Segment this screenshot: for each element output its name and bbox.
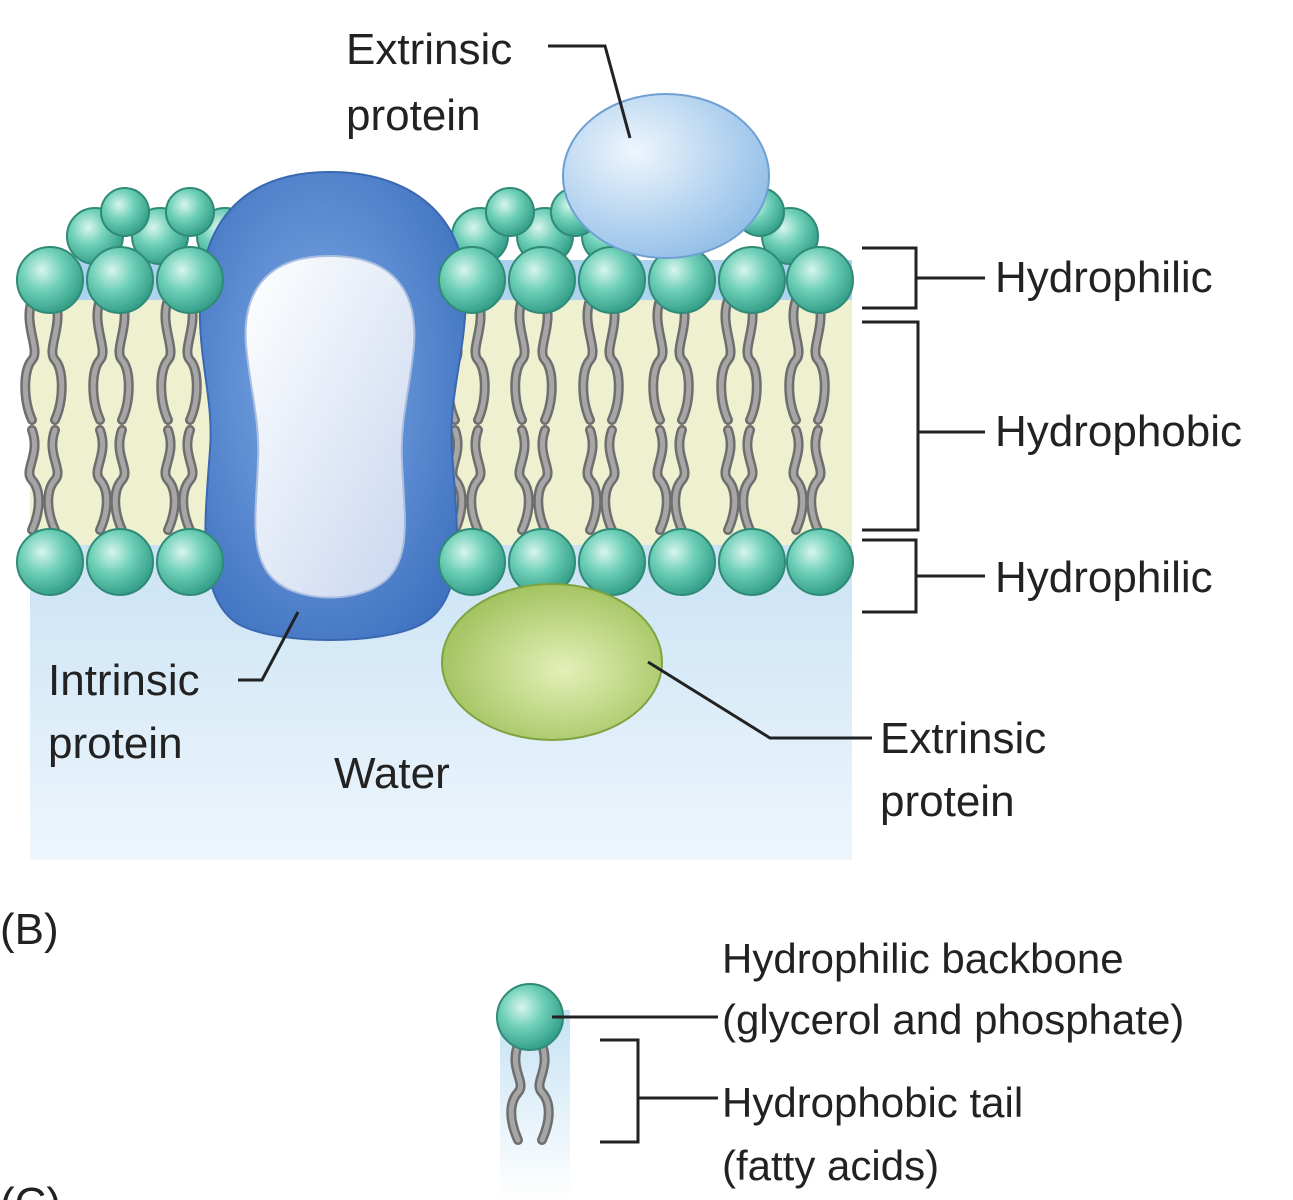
tail-lower-3-hl [112, 427, 128, 533]
phospholipid-heads [16, 246, 854, 596]
tail-upper-15-hl [744, 297, 760, 423]
upper-head-0 [16, 246, 84, 314]
back-head-far-1 [165, 187, 215, 237]
bracket-legend-tail [600, 1038, 718, 1144]
label-extrinsic-bottom-line2: protein [880, 777, 1015, 826]
leader-intrinsic [238, 611, 300, 682]
back-head-far-2 [485, 187, 535, 237]
tail-upper-4-hl [158, 297, 174, 423]
lower-head-6 [648, 528, 716, 596]
upper-head-7 [718, 246, 786, 314]
tail-lower-15-hl [740, 427, 756, 533]
tail-upper-11-hl [606, 297, 622, 423]
intrinsic-protein-channel [244, 254, 416, 599]
tail-upper-12-hl [650, 297, 666, 423]
tail-lower-9-hl [535, 427, 551, 533]
tail-upper-14-hl [718, 297, 734, 423]
label-extrinsic-bottom-line1: Extrinsic [880, 714, 1046, 763]
leader-extrinsic-bottom [647, 660, 872, 740]
tail-upper-5-hl [184, 297, 200, 423]
tail-upper-2-hl [90, 297, 106, 423]
legend-tail-line1: Hydrophobic tail [722, 1079, 1023, 1126]
legend-head-line1: Hydrophilic backbone [722, 935, 1124, 982]
lower-head-0 [16, 528, 84, 596]
extrinsic-protein-top [562, 93, 770, 259]
label-water: Water [334, 749, 450, 798]
tail-upper-1-hl [49, 297, 65, 423]
lower-head-1 [86, 528, 154, 596]
label-intrinsic-line2: protein [48, 719, 183, 768]
tail-lower-0-hl [26, 427, 42, 533]
tail-lower-13-hl [672, 427, 688, 533]
label-extrinsic-top-line2: protein [346, 91, 481, 140]
legend-tails [506, 1040, 554, 1145]
tail-upper-17-hl [812, 297, 828, 423]
panel-label-b: (B) [0, 905, 59, 954]
tail-lower-16-hl [790, 427, 806, 533]
tail-lower-2-hl [94, 427, 110, 533]
extrinsic-protein-bottom [441, 583, 663, 741]
upper-head-4 [508, 246, 576, 314]
fatty-acid-tails [20, 295, 830, 535]
panel-label-c-partial: (C) [0, 1179, 61, 1200]
label-hydrophilic-upper: Hydrophilic [995, 253, 1213, 302]
lower-head-8 [786, 528, 854, 596]
tail-lower-14-hl [722, 427, 738, 533]
bracket-hydrophobic [862, 320, 985, 532]
tail-upper-9-hl [539, 297, 555, 423]
upper-head-3 [438, 246, 506, 314]
upper-head-8 [786, 246, 854, 314]
label-extrinsic-top-line1: Extrinsic [346, 25, 512, 74]
lower-head-3 [438, 528, 506, 596]
tail-lower-12-hl [654, 427, 670, 533]
lower-head-7 [718, 528, 786, 596]
tail-lower-8-hl [516, 427, 532, 533]
tail-lower-11-hl [602, 427, 618, 533]
label-hydrophilic-lower: Hydrophilic [995, 553, 1213, 602]
legend-tail-0-hl [508, 1042, 524, 1143]
upper-head-2 [156, 246, 224, 314]
legend-tail-line2: (fatty acids) [722, 1142, 939, 1189]
tail-lower-17-hl [808, 427, 824, 533]
legend-tail-1-hl [536, 1042, 552, 1143]
lower-head-5 [578, 528, 646, 596]
legend-head-line2: (glycerol and phosphate) [722, 996, 1184, 1043]
upper-head-5 [578, 246, 646, 314]
tail-upper-3-hl [116, 297, 132, 423]
tail-upper-16-hl [786, 297, 802, 423]
tail-lower-1-hl [45, 427, 61, 533]
label-intrinsic-line1: Intrinsic [48, 656, 200, 705]
leader-extrinsic-top [548, 44, 632, 139]
lower-head-2 [156, 528, 224, 596]
tail-upper-8-hl [512, 297, 528, 423]
tail-lower-4-hl [162, 427, 178, 533]
tail-upper-10-hl [580, 297, 596, 423]
tail-upper-13-hl [676, 297, 692, 423]
back-head-far-0 [100, 187, 150, 237]
tail-upper-0-hl [22, 297, 38, 423]
upper-head-1 [86, 246, 154, 314]
label-hydrophobic: Hydrophobic [995, 407, 1242, 456]
tail-upper-7-hl [472, 297, 488, 423]
tail-lower-7-hl [468, 427, 484, 533]
bracket-hydrophilic-lower [862, 538, 985, 614]
tail-lower-10-hl [584, 427, 600, 533]
tail-lower-5-hl [180, 427, 196, 533]
bracket-hydrophilic-upper [862, 246, 985, 310]
